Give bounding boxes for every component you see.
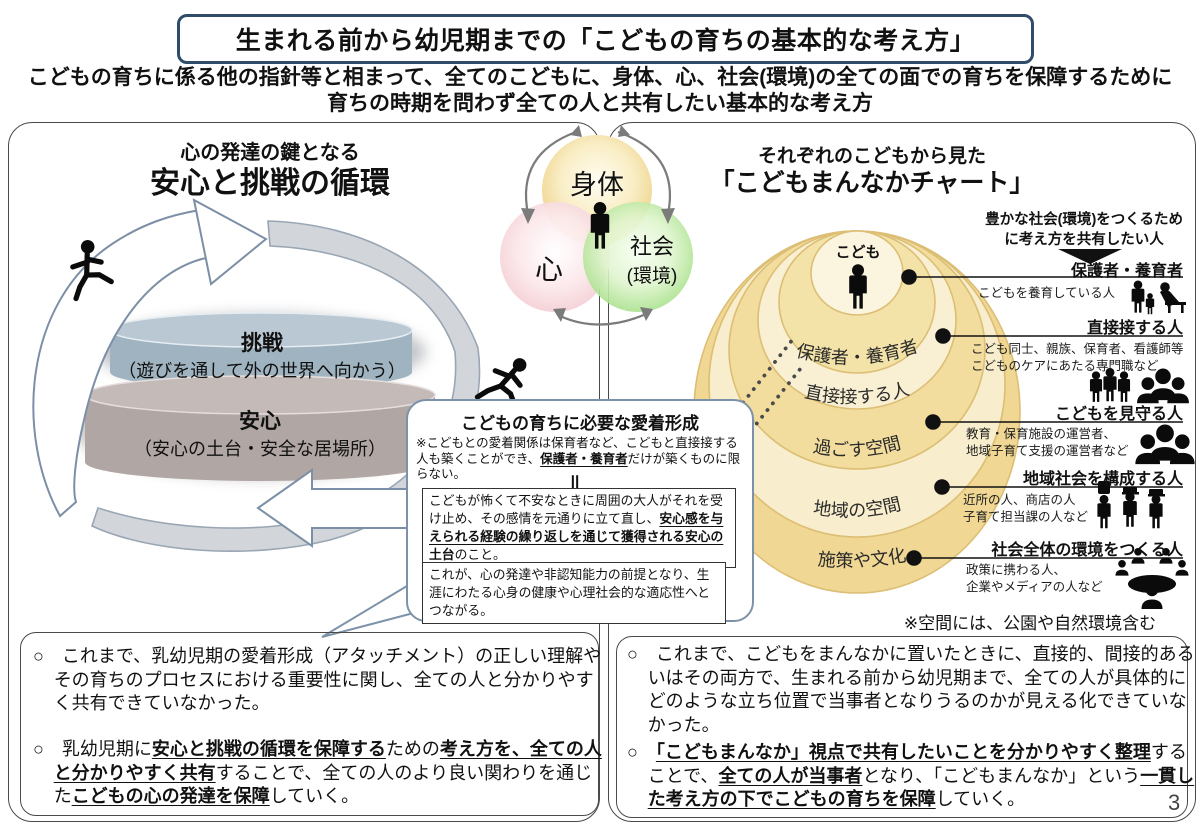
challenge-sub: （遊びを通して外の世界へ向かう） xyxy=(118,361,406,381)
watchers-group-icon xyxy=(1135,424,1194,464)
left-bullet-box: ○ これまで、乳幼児期の愛着形成（アタッチメント）の正しい理解やその育ちのプロセ… xyxy=(20,632,602,816)
venn-heart-label: 心 xyxy=(534,254,563,285)
group-label-5: 社会全体の環境をつくる人 xyxy=(991,542,1183,559)
right-bullet-box: ○ これまで、こどもをまんなかに置いたときに、直接的、間接的あるいはその両方で、… xyxy=(616,636,1195,818)
bubble-box1: こどもが怖くて不安なときに周囲の大人がそれを受け止め、その感情を元通りに立て直し… xyxy=(422,488,736,568)
parent-child-caregiver-icon xyxy=(1131,280,1186,315)
anshin-cylinder xyxy=(84,375,436,481)
right-heading-small: それぞれのこどもから見た xyxy=(757,146,986,167)
subtitle-line1: こどもの育ちに係る他の指針等と相まって、全てのこどもに、身体、心、社会(環境)の… xyxy=(27,66,1173,89)
anshin-label: 安心 （安心の土台・安全な居場所） xyxy=(90,405,430,461)
venn-society-label: 社会 (環境) xyxy=(626,234,678,287)
attachment-bubble: こどもの育ちに必要な愛着形成 ※こどもとの愛着関係は保育者など、こどもと直接接す… xyxy=(406,399,754,624)
group-desc-3: 教育・保育施設の運営者、 地域子育て支援の運営者など xyxy=(966,427,1129,458)
bubble-note: ※こどもとの愛着関係は保育者など、こどもと直接接する人も築くことができ、保護者・… xyxy=(416,436,741,481)
anshin-sub: （安心の土台・安全な居場所） xyxy=(134,439,386,459)
left-bullet-1: ○ これまで、乳幼児期の愛着形成（アタッチメント）の正しい理解やその育ちのプロセ… xyxy=(33,646,602,713)
anshin-title: 安心 xyxy=(239,410,281,433)
group-desc-5: 政策に携わる人、 企業やメディアの人など xyxy=(966,563,1103,594)
group-label-4: 地域社会を構成する人 xyxy=(1022,471,1183,488)
share-note: 豊かな社会(環境)をつくるため に考え方を共有したい人 xyxy=(985,212,1183,248)
ring-label-kodomo: こども xyxy=(835,244,881,261)
group-label-2: 直接接する人 xyxy=(1086,320,1183,337)
right-bullet-1: ○ これまで、こどもをまんなかに置いたときに、直接的、間接的あるいはその両方で、… xyxy=(627,644,1195,735)
group-desc-1: こどもを養育している人 xyxy=(978,286,1116,300)
venn-body-label: 身体 xyxy=(570,170,624,200)
cycle-up-arrow xyxy=(32,198,268,518)
group-desc-2: こども同士、親族、保育者、看護師等 こどものケアにあたる専門職など xyxy=(971,342,1184,373)
right-bullet-2: ○ 「こどもまんなか」視点で共有したいことを分かりやすく整理することで、全ての人… xyxy=(627,742,1195,809)
group-label-1: 保護者・養育者 xyxy=(1070,263,1183,280)
left-bullet-2: ○ 乳幼児期に安心と挑戦の循環を保障するための考え方を、全ての人と分かりやすく共… xyxy=(33,739,602,806)
challenge-title: 挑戦 xyxy=(241,332,283,355)
challenge-label: 挑戦 （遊びを通して外の世界へ向かう） xyxy=(102,327,422,383)
right-heading-large: 「こどもまんなかチャート」 xyxy=(709,169,1035,197)
page-number: 3 xyxy=(1168,790,1181,815)
policy-meeting-icon xyxy=(1115,547,1189,609)
page-title: 生まれる前から幼児期までの「こどもの育ちの基本的な考え方」 xyxy=(177,14,1034,64)
left-heading-small: 心の発達の鍵となる xyxy=(180,142,360,164)
venn-circles xyxy=(500,135,693,312)
cycle-gray-band xyxy=(91,220,481,553)
group-label-3: こどもを見守る人 xyxy=(1054,406,1183,423)
bubble-title: こどもの育ちに必要な愛着形成 xyxy=(461,414,699,433)
leader-lines xyxy=(901,269,1183,566)
space-note: ※空間には、公園や自然環境含む xyxy=(903,614,1157,633)
bubble-box2: これが、心の発達や非認知能力の前提となり、生涯にわたる心身の健康や心理社会的な適… xyxy=(422,562,726,624)
group-desc-4: 近所の人、商店の人 子育て担当課の人など xyxy=(963,493,1089,524)
community-workers-icon xyxy=(1097,481,1165,529)
left-heading-large: 安心と挑戦の循環 xyxy=(150,167,390,200)
share-note-arrow-icon xyxy=(1058,249,1122,264)
subtitle-line2: 育ちの時期を問わず全ての人と共有したい基本的な考え方 xyxy=(327,92,873,115)
venn-cycle-arrows xyxy=(521,125,675,326)
